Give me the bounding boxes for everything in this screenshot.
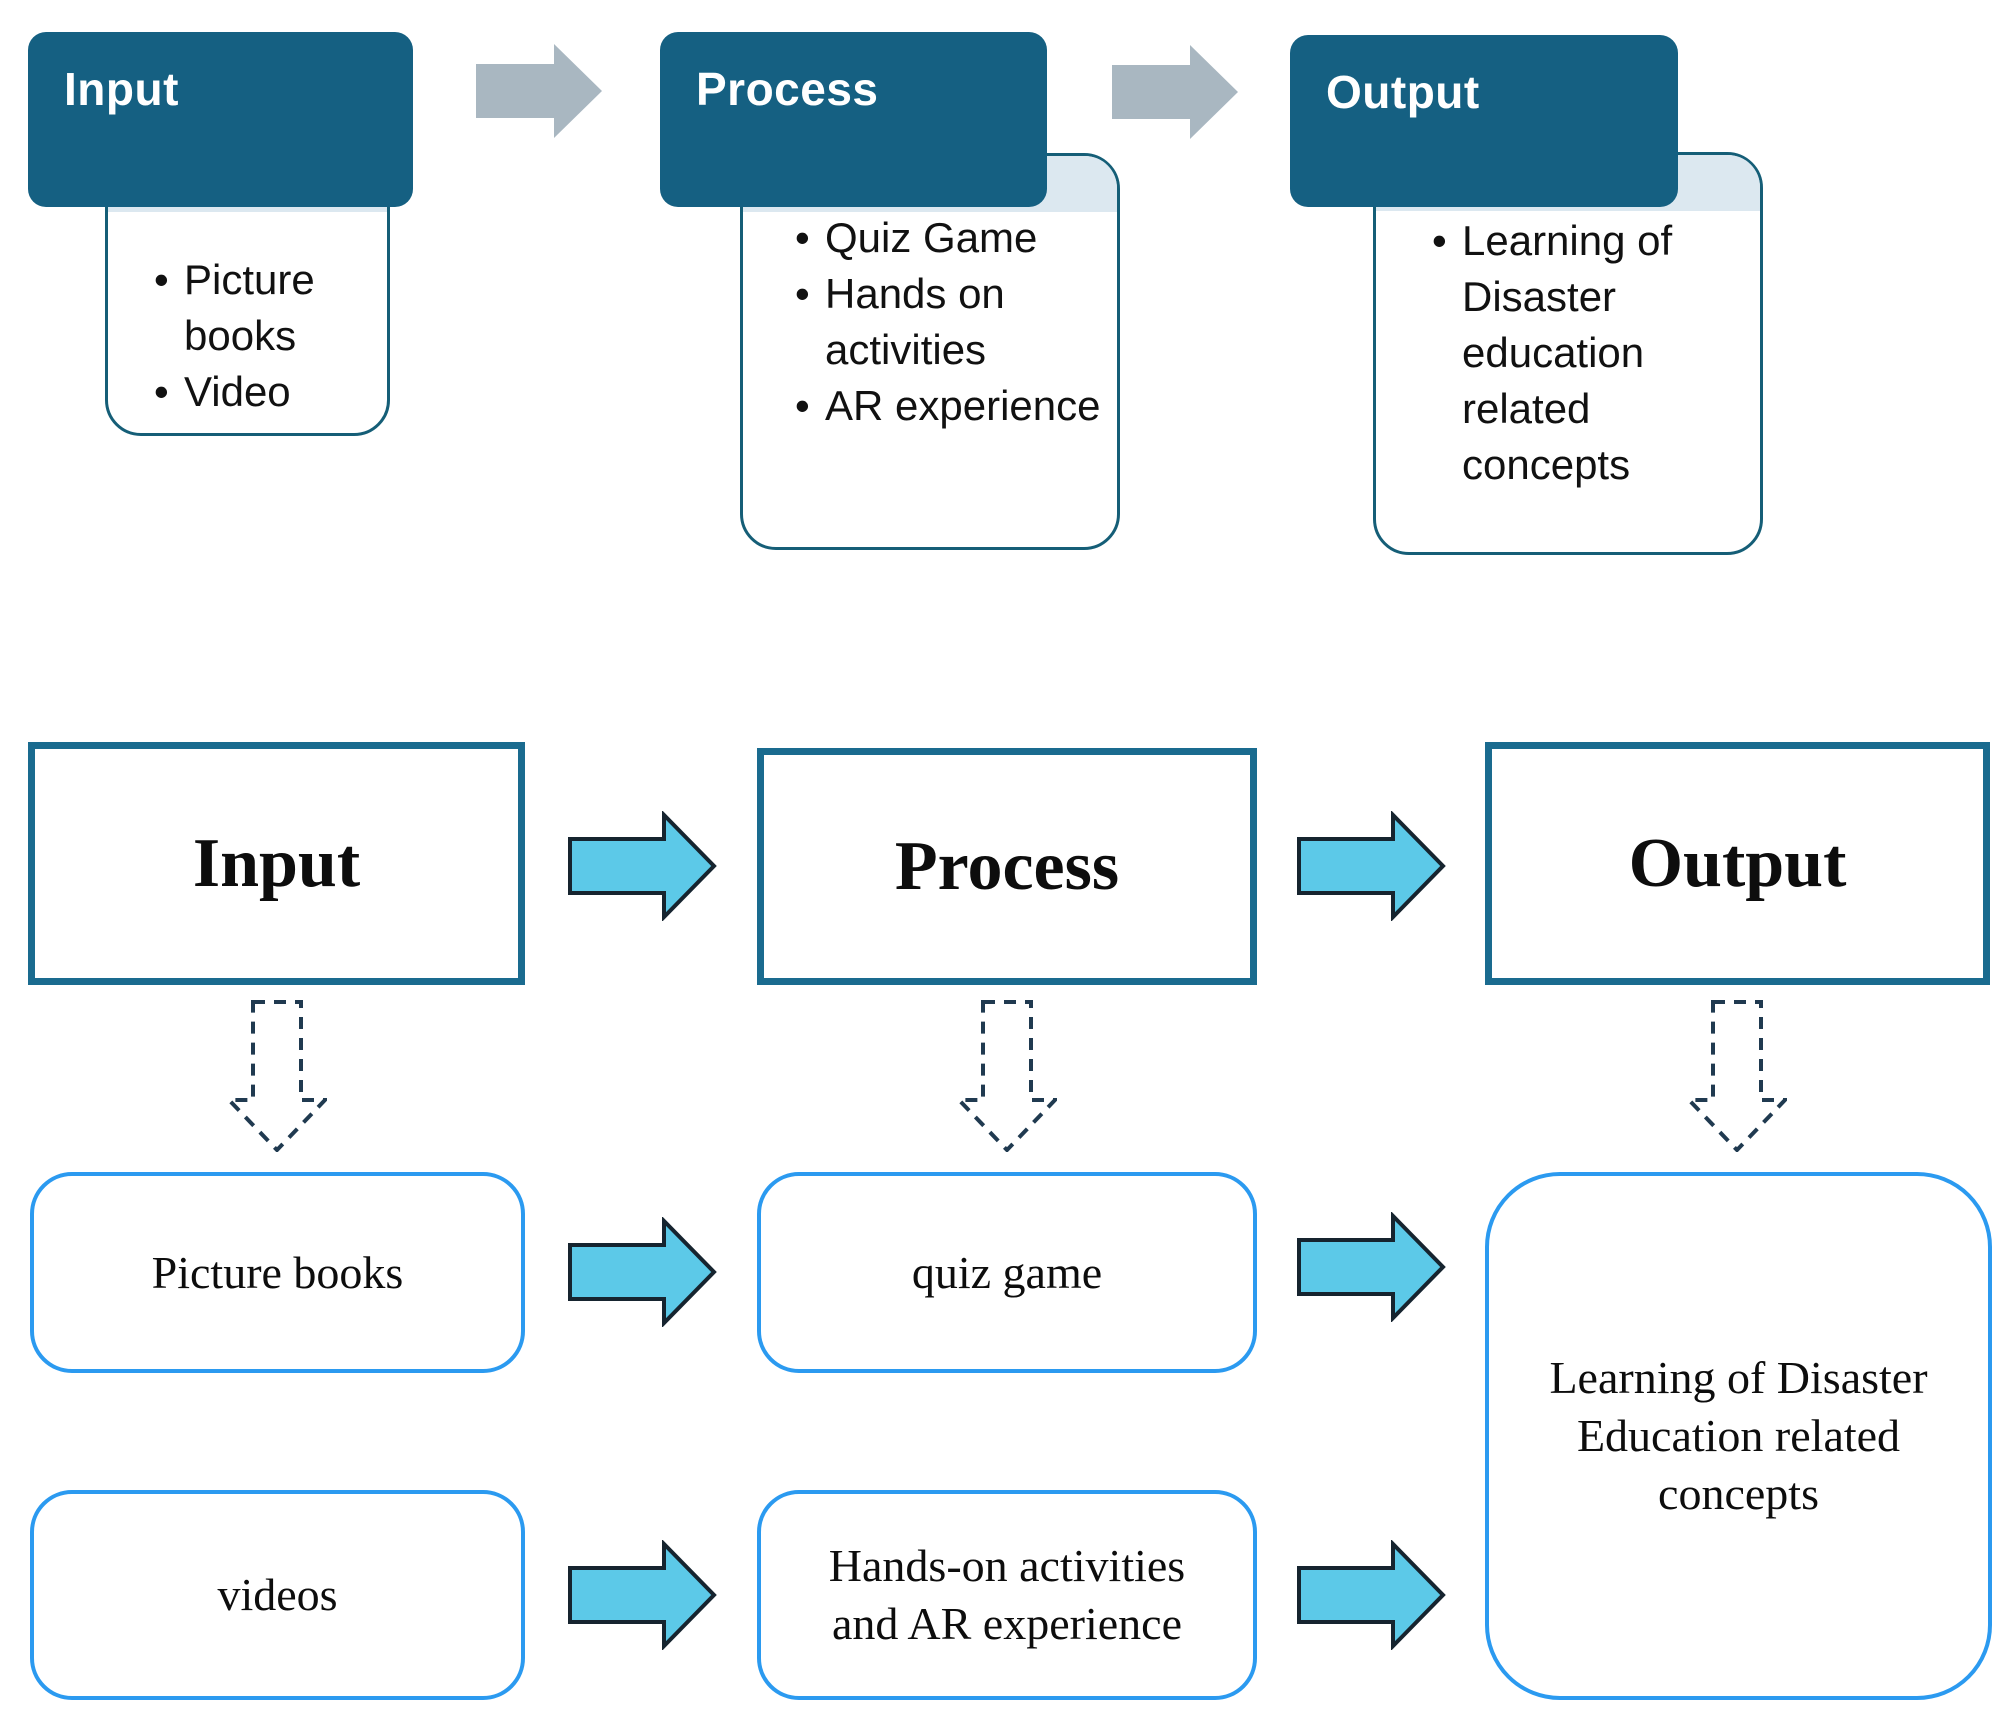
stage-process-box: Process xyxy=(757,748,1257,985)
bullet-text: Quiz Game xyxy=(825,214,1038,261)
node-label-line2: and AR experience xyxy=(832,1598,1182,1649)
dashed-arrow-icon xyxy=(957,1000,1057,1152)
list-item: • Learning of Disaster education related… xyxy=(1432,213,1746,493)
flow-arrow-icon xyxy=(568,1540,717,1650)
stage-label: Process xyxy=(894,827,1120,905)
stage-label: Output xyxy=(1628,824,1847,902)
bullet-text: Video xyxy=(184,368,291,415)
dashed-arrow-icon xyxy=(1687,1000,1787,1152)
list-item: • Video xyxy=(154,364,373,420)
node-label-line1: Hands-on activities xyxy=(828,1540,1186,1591)
node-hands-on: Hands-on activities and AR experience xyxy=(757,1490,1257,1700)
node-label: videos xyxy=(217,1569,338,1620)
flow-arrow-icon xyxy=(1297,811,1446,921)
node-label: Picture books xyxy=(151,1246,404,1298)
bullet-text: Picture books xyxy=(184,256,315,359)
stage-label: Input xyxy=(192,824,361,902)
top-output-header: Output xyxy=(1290,35,1678,207)
node-output-concepts: Learning of Disaster Education related c… xyxy=(1485,1172,1992,1700)
node-label: quiz game xyxy=(911,1246,1103,1298)
gray-arrow-icon xyxy=(476,44,602,138)
flow-arrow-icon xyxy=(1297,1212,1446,1322)
bullet-icon: • xyxy=(154,368,169,415)
top-input-bullet-list: • Picture books • Video xyxy=(108,156,387,420)
top-process-bullet-list: • Quiz Game • Hands on activities • AR e… xyxy=(743,156,1117,434)
node-label: Learning of Disaster Education related c… xyxy=(1549,1352,1928,1519)
node-quiz-game: quiz game xyxy=(757,1172,1257,1373)
list-item: • Picture books xyxy=(154,252,373,364)
node-videos: videos xyxy=(30,1490,525,1700)
top-output-content-box: • Learning of Disaster education related… xyxy=(1373,152,1763,555)
flow-arrow-icon xyxy=(568,811,717,921)
bullet-text: Learning of Disaster education related c… xyxy=(1462,217,1673,488)
top-process-content-box: • Quiz Game • Hands on activities • AR e… xyxy=(740,153,1120,550)
list-item: • Hands on activities xyxy=(795,266,1107,378)
gray-arrow-icon xyxy=(1112,45,1238,139)
top-output-bullet-list: • Learning of Disaster education related… xyxy=(1376,155,1760,493)
top-process-header: Process xyxy=(660,32,1047,207)
bullet-text: Hands on activities xyxy=(825,270,1005,373)
bullet-icon: • xyxy=(795,214,810,261)
stage-input-box: Input xyxy=(28,742,525,985)
flow-arrow-icon xyxy=(1297,1540,1446,1650)
dashed-arrow-icon xyxy=(227,1000,327,1152)
bullet-icon: • xyxy=(795,382,810,429)
bullet-icon: • xyxy=(1432,217,1447,264)
bullet-text: AR experience xyxy=(825,382,1101,429)
flow-arrow-icon xyxy=(568,1217,717,1327)
stage-output-box: Output xyxy=(1485,742,1990,985)
node-picture-books: Picture books xyxy=(30,1172,525,1373)
list-item: • Quiz Game xyxy=(795,210,1107,266)
bullet-icon: • xyxy=(795,270,810,317)
bullet-icon: • xyxy=(154,256,169,303)
list-item: • AR experience xyxy=(795,378,1107,434)
top-input-header: Input xyxy=(28,32,413,207)
